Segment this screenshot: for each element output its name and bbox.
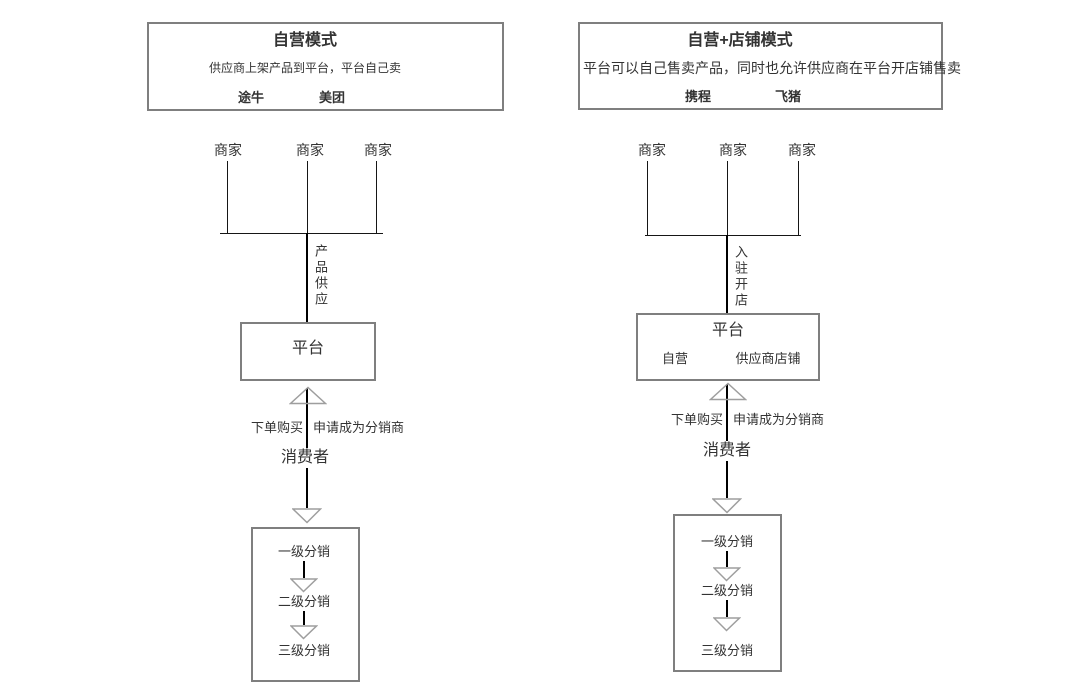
header-box <box>578 22 943 110</box>
distribution-level-label: 一级分销 <box>277 544 331 559</box>
merchant-line <box>647 161 648 235</box>
distribution-connector-line <box>303 561 305 578</box>
distribution-level-label: 二级分销 <box>700 583 754 598</box>
distribution-connector-line <box>726 600 728 617</box>
supply-flow-label: 产品供应 <box>313 244 328 308</box>
arrow-down-icon <box>292 508 322 524</box>
header-box <box>147 22 504 111</box>
distribution-level-label: 三级分销 <box>700 643 754 658</box>
distribution-box <box>673 514 782 672</box>
merchant-line <box>798 161 799 235</box>
diagram-description: 供应商上架产品到平台，平台自己卖 <box>208 61 402 75</box>
merchant-line <box>376 161 377 233</box>
arrow-down-icon <box>713 567 741 582</box>
distribution-box <box>251 527 360 682</box>
merchant-label: 商家 <box>719 142 747 158</box>
order-label: 下单购买 <box>670 412 723 427</box>
distribution-connector-line <box>303 611 305 625</box>
platform-feed-line <box>306 233 308 322</box>
example-brand-left: 途牛 <box>237 90 265 105</box>
arrow-down-icon <box>713 617 741 632</box>
arrow-up-icon <box>709 382 747 401</box>
distribution-level-label: 二级分销 <box>277 594 331 609</box>
order-label: 下单购买 <box>250 420 303 435</box>
example-brand-left: 携程 <box>684 89 712 104</box>
merchant-label: 商家 <box>296 142 324 158</box>
merchant-label: 商家 <box>214 142 242 158</box>
platform-label: 平台 <box>711 322 745 339</box>
apply-label: 申请成为分销商 <box>313 420 405 435</box>
platform-supplier-shop-label: 供应商店铺 <box>735 351 801 366</box>
diagram-title: 自营模式 <box>272 32 338 49</box>
arrow-up-icon <box>289 386 327 405</box>
arrow-down-icon <box>290 578 318 593</box>
example-brand-right: 飞猪 <box>774 89 802 104</box>
merchant-label: 商家 <box>788 142 816 158</box>
merchant-label: 商家 <box>364 142 392 158</box>
platform-label: 平台 <box>291 340 325 357</box>
consumer-label: 消费者 <box>278 448 332 468</box>
apply-label: 申请成为分销商 <box>733 412 825 427</box>
platform-self-label: 自营 <box>661 351 689 366</box>
example-brand-right: 美团 <box>318 90 346 105</box>
join-flow-label: 入驻开店 <box>733 245 748 309</box>
consumer-label: 消费者 <box>700 441 754 461</box>
distribution-level-label: 一级分销 <box>700 534 754 549</box>
diagram-title: 自营+店铺模式 <box>687 32 793 49</box>
distribution-connector-line <box>726 551 728 567</box>
platform-feed-line <box>726 235 728 313</box>
platform-box <box>636 313 820 381</box>
merchant-bus-line <box>645 235 801 236</box>
arrow-down-icon <box>290 625 318 640</box>
merchant-line <box>227 161 228 233</box>
arrow-down-icon <box>712 498 742 514</box>
merchant-bus-line <box>220 233 383 234</box>
distribution-level-label: 三级分销 <box>277 643 331 658</box>
merchant-line <box>307 161 308 233</box>
merchant-line <box>727 161 728 235</box>
platform-box <box>240 322 376 381</box>
diagram-description: 平台可以自己售卖产品，同时也允许供应商在平台开店铺售卖 <box>583 60 961 76</box>
merchant-label: 商家 <box>638 142 666 158</box>
